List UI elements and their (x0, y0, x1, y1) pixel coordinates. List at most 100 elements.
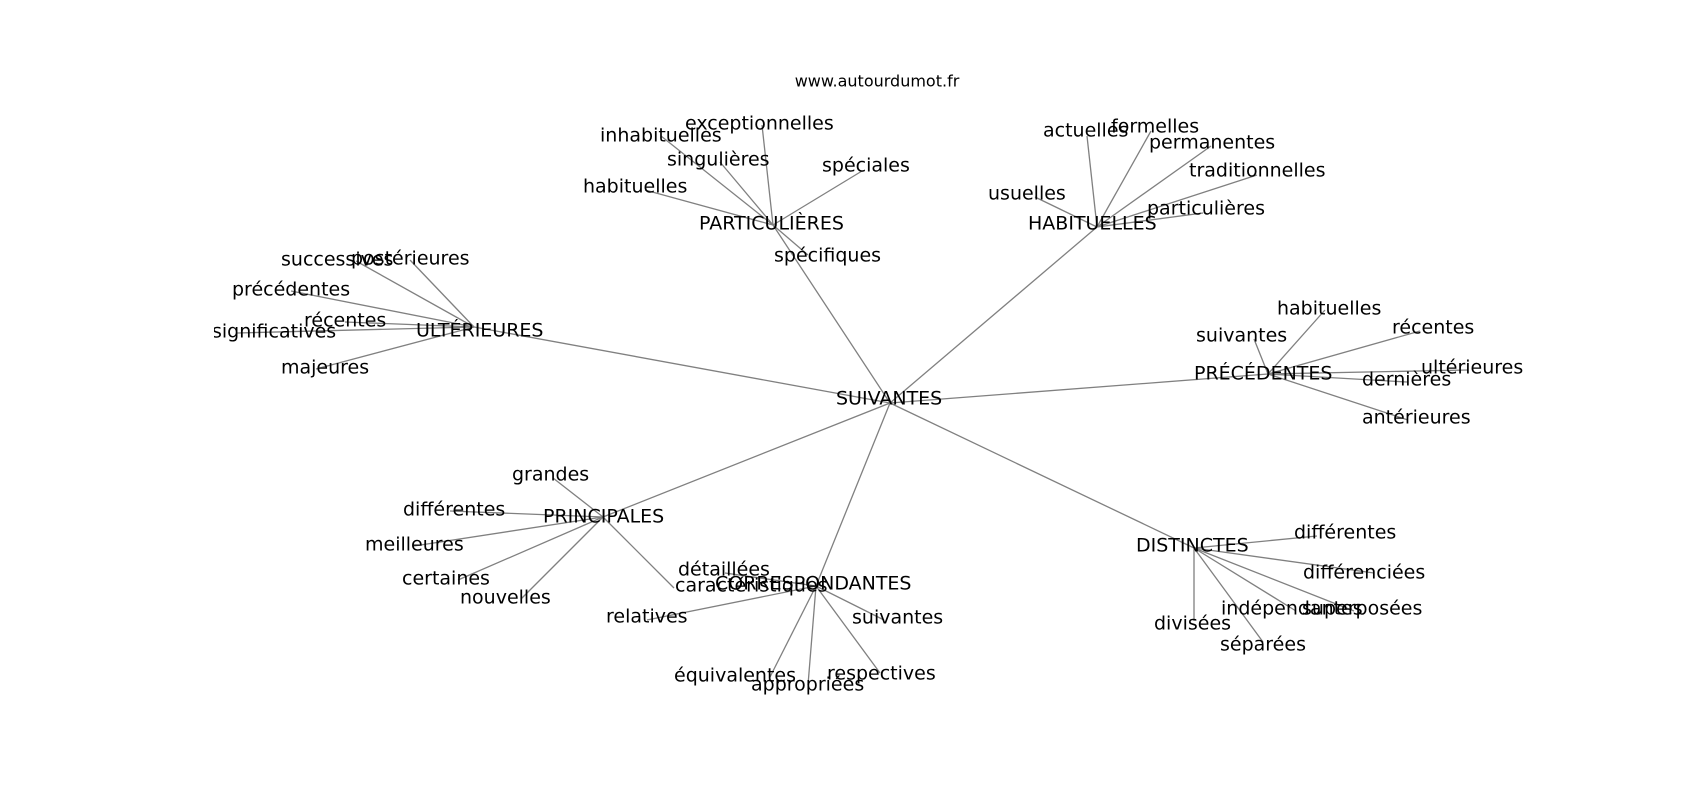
edge-distinctes-separees (1193, 547, 1264, 643)
word-node-correspondantes-detaillees: détaillées (678, 559, 770, 581)
word-node-distinctes-separees: séparées (1220, 634, 1306, 656)
word-node-precedentes-suivantes: suivantes (1196, 325, 1287, 347)
edge-precedentes-recentes (1267, 330, 1421, 375)
edge-correspondantes-suivantes (815, 585, 885, 621)
word-node-ulterieures-posterieures: postérieures (351, 248, 470, 270)
word-node-distinctes-superposees: superposées (1302, 598, 1422, 620)
word-node-principales-caracteristiques: caractéristiques (675, 575, 828, 597)
edges-layer (236, 124, 1469, 686)
edge-particulieres-exceptionnelles (761, 124, 774, 226)
word-node-habituelles-particulieres: particulières (1147, 198, 1265, 220)
edge-ulterieures-posterieures (409, 259, 475, 328)
group-node-distinctes: DISTINCTES (1136, 535, 1249, 557)
word-node-particulieres-inhabituelles: inhabituelles (600, 125, 722, 147)
word-node-habituelles-actuelles: actuelles (1043, 120, 1128, 142)
edge-particulieres-specifiques (772, 224, 809, 256)
word-node-habituelles-traditionnelles: traditionnelles (1189, 160, 1326, 182)
edge-ulterieures-majeures (315, 326, 475, 370)
edge-principales-differentes (449, 510, 604, 518)
edge-ulterieures-successives (355, 260, 475, 328)
labels-layer: www.autourdumot.fr SUIVANTES PARTICULIÈR… (214, 72, 1523, 696)
edge-principales-nouvelles (520, 516, 604, 600)
word-node-particulieres-specifiques: spécifiques (774, 245, 881, 267)
word-node-ulterieures-recentes: récentes (304, 310, 386, 332)
edge-habituelles-formelles (1096, 130, 1152, 228)
word-node-correspondantes-suivantes: suivantes (852, 607, 943, 629)
word-node-correspondantes-relatives: relatives (606, 606, 688, 628)
edge-particulieres-singulieres (719, 161, 774, 226)
word-node-correspondantes-appropriees: appropriées (751, 674, 864, 696)
edge-distinctes-superposees (1193, 547, 1355, 612)
edge-correspondantes-relatives (646, 585, 817, 621)
edge-center-precedentes (889, 373, 1269, 404)
edge-particulieres-habituelles (644, 189, 774, 226)
word-node-precedentes-ulterieures: ultérieures (1421, 357, 1523, 379)
edge-center-correspondantes (815, 402, 891, 587)
word-node-principales-meilleures: meilleures (365, 534, 464, 556)
word-node-principales-certaines: certaines (402, 568, 490, 590)
word-node-ulterieures-significatives: significatives (214, 321, 336, 343)
edge-habituelles-permanentes (1096, 145, 1212, 228)
group-node-correspondantes: CORRESPONDANTES (715, 573, 912, 595)
word-node-habituelles-usuelles: usuelles (988, 183, 1066, 205)
word-node-distinctes-differentes: différentes (1294, 522, 1396, 544)
edge-ulterieures-precedentes (290, 290, 475, 328)
word-node-correspondantes-respectives: respectives (827, 663, 936, 685)
word-node-ulterieures-precedentes: précédentes (232, 279, 350, 301)
word-node-distinctes-divisees: divisées (1154, 613, 1231, 635)
edge-correspondantes-detaillees (724, 572, 817, 587)
edge-precedentes-dernieres (1267, 373, 1408, 383)
edge-distinctes-differentes (1193, 535, 1318, 549)
edge-center-habituelles (889, 226, 1098, 404)
edge-center-principales (602, 402, 891, 518)
edge-center-distinctes (889, 402, 1195, 549)
edge-correspondantes-appropriees (807, 585, 817, 686)
edge-ulterieures-significatives (236, 326, 475, 334)
word-node-habituelles-formelles: formelles (1111, 116, 1199, 138)
edge-principales-grandes (552, 477, 604, 518)
group-node-habituelles: HABITUELLES (1028, 213, 1157, 235)
edge-precedentes-suivantes (1253, 338, 1269, 375)
edge-principales-caracteristiques (602, 516, 675, 589)
word-node-correspondantes-equivalentes: équivalentes (674, 665, 796, 687)
word-node-particulieres-habituelles: habituelles (583, 176, 687, 198)
edge-correspondantes-respectives (815, 585, 881, 674)
word-node-habituelles-permanentes: permanentes (1149, 132, 1275, 154)
word-node-distinctes-differenciees: différenciées (1303, 562, 1425, 584)
diagram-area: www.autourdumot.fr SUIVANTES PARTICULIÈR… (214, 0, 1700, 800)
word-node-particulieres-exceptionnelles: exceptionnelles (685, 113, 834, 135)
edge-correspondantes-equivalentes (769, 585, 817, 678)
word-node-principales-grandes: grandes (512, 464, 589, 486)
group-node-precedentes: PRÉCÉDENTES (1194, 362, 1332, 385)
edge-principales-certaines (457, 516, 604, 581)
edge-distinctes-independantes (1193, 547, 1297, 612)
word-node-principales-differentes: différentes (403, 499, 505, 521)
group-node-ulterieures: ULTÉRIEURES (416, 319, 543, 342)
edge-precedentes-ulterieures (1267, 369, 1469, 375)
edge-center-ulterieures (473, 326, 891, 404)
word-node-particulieres-speciales: spéciales (822, 155, 910, 177)
word-node-ulterieures-successives: successives (281, 249, 393, 271)
edge-precedentes-anterieures (1267, 373, 1409, 421)
group-node-particulieres: PARTICULIÈRES (699, 212, 844, 235)
site-label: www.autourdumot.fr (795, 72, 960, 91)
word-node-particulieres-singulieres: singulières (667, 149, 770, 171)
word-node-ulterieures-majeures: majeures (281, 357, 369, 379)
edge-distinctes-differenciees (1193, 547, 1375, 574)
word-node-distinctes-independantes: indépendantes (1221, 598, 1363, 620)
edge-principales-meilleures (413, 516, 604, 547)
edge-ulterieures-recentes (344, 321, 475, 328)
word-node-precedentes-dernieres: dernières (1362, 369, 1451, 391)
word-node-principales-nouvelles: nouvelles (460, 587, 551, 609)
edge-particulieres-inhabituelles (660, 135, 774, 226)
edge-center-particulieres (772, 224, 891, 404)
word-node-precedentes-anterieures: antérieures (1362, 407, 1471, 429)
group-node-principales: PRINCIPALES (543, 506, 664, 528)
word-association-graph: www.autourdumot.fr SUIVANTES PARTICULIÈR… (214, 72, 1523, 696)
edge-particulieres-speciales (772, 170, 863, 226)
center-node-label: SUIVANTES (836, 388, 942, 410)
edge-precedentes-habituelles (1267, 309, 1326, 375)
edge-habituelles-actuelles (1086, 135, 1098, 228)
word-node-precedentes-habituelles: habituelles (1277, 298, 1381, 320)
edge-habituelles-particulieres (1096, 212, 1204, 228)
